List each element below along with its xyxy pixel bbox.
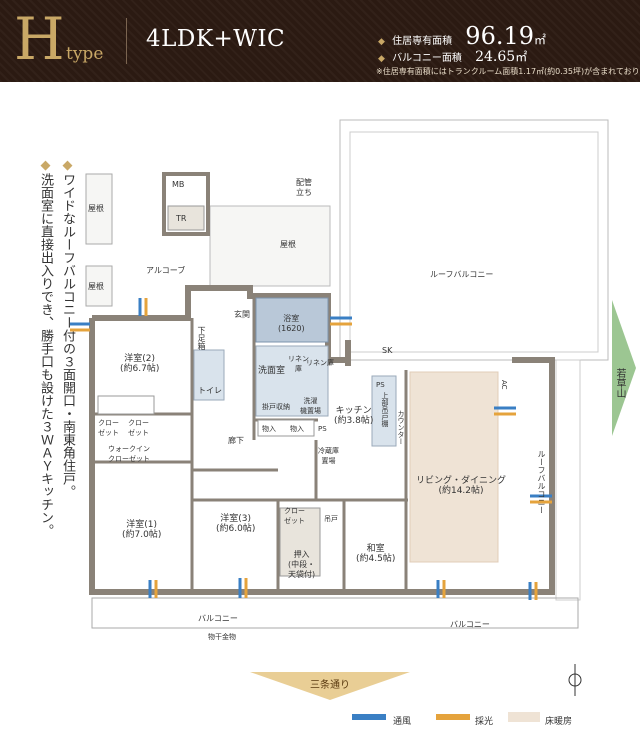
feature-line-1-text: ワイドなルーフバルコニー付の３面開口・南東角住戸。 [60, 173, 75, 498]
direction-arrow [612, 300, 636, 436]
bath-label: 浴室 (1620) [278, 314, 305, 333]
upper-cabinet-label: 上部吊戸棚 [381, 392, 389, 427]
balcony-row: ◆ バルコニー面積 24.65㎡ [378, 48, 527, 65]
closet-block [97, 395, 155, 415]
wic-label: ウォークイン クローゼット [108, 445, 150, 463]
diamond-icon: ◆ [60, 158, 75, 173]
hallway-label: 廊下 [228, 436, 244, 445]
layout-title: 4LDK+WIC [146, 26, 286, 52]
roof-label-2: 屋根 [88, 282, 104, 291]
sk-label: SK [382, 346, 393, 355]
street-indicator: 三条通り [250, 670, 410, 700]
washer-label: 洗濯 機置場 [300, 397, 321, 415]
balcony1-label: バルコニー [198, 614, 238, 623]
area-unit: ㎡ [534, 33, 547, 47]
tr-label: TR [176, 214, 187, 223]
balcony-outline [91, 597, 579, 629]
type-letter: H [14, 5, 65, 73]
toilet-room [193, 349, 225, 401]
header-bar: H type 4LDK+WIC ◆ 住居専有面積 96.19㎡ ◆ バルコニー面… [0, 0, 640, 82]
feature-text: ◆ワイドなルーフバルコニー付の３面開口・南東角住戸。 ◆洗面室に直接出入りでき、… [8, 158, 78, 558]
ac-label: AC [500, 380, 508, 390]
roof-balcony-inner [349, 131, 599, 353]
ps2-label: PS [376, 381, 385, 389]
kitchen-label: キッチン (約3.8帖) [334, 406, 374, 426]
bath-room [255, 297, 329, 343]
roof-1 [85, 173, 113, 245]
legend-heat-swatch [508, 712, 540, 722]
alcove-label: アルコーブ [146, 266, 186, 275]
legend-wind-label: 通風 [393, 717, 412, 727]
airflow-arrows [70, 298, 552, 600]
roof-label-1: 屋根 [88, 204, 104, 213]
wash-room [255, 345, 329, 417]
mb-label: MB [172, 180, 185, 189]
western3-label: 洋室(3) (約6.0帖) [216, 514, 256, 534]
legend-heat-label: 床暖房 [545, 717, 573, 727]
closet3-label: クロー ゼット [284, 507, 305, 525]
genkan-label: 玄関 [234, 310, 250, 319]
oshiire-block [279, 507, 321, 577]
area-note: ※住居専有面積にはトランクルーム面積1.17㎡(約0.35坪)が含まれております… [376, 67, 640, 76]
legend-light-label: 採光 [475, 717, 494, 727]
side-roof-balcony [555, 359, 581, 601]
washroom-label: 洗面室 [258, 366, 286, 376]
street-arrow [250, 672, 410, 700]
roof-2 [85, 265, 113, 307]
closet-door-label: 吊戸 [324, 515, 338, 523]
toilet-label: トイレ [198, 386, 222, 395]
street-label: 三条通り [310, 680, 350, 691]
roof-balcony-v-label: ルーフバルコニー [537, 450, 546, 514]
balcony-label: バルコニー面積 [392, 53, 462, 64]
balcony-value: 24.65 [475, 49, 516, 65]
closet1-label: クロー ゼット [98, 419, 119, 437]
diamond-icon: ◆ [378, 54, 385, 64]
balcony2-label: バルコニー [450, 620, 490, 629]
nyubutsu1-label: 物入 [262, 425, 276, 433]
nyubutsu2-label: 物入 [290, 425, 304, 433]
balcony-unit: ㎡ [515, 50, 528, 64]
linen1-label: リネン 庫 [288, 355, 309, 373]
area-label: 住居専有面積 [392, 36, 453, 47]
storage-block [257, 419, 315, 437]
western2-label: 洋室(2) (約6.7帖) [120, 354, 160, 374]
fridge-label: 冷蔵庫 置場 [318, 447, 339, 465]
feature-line-1: ◆ワイドなルーフバルコニー付の３面開口・南東角住戸。 [56, 158, 78, 558]
linen2-label: リネン庫 [306, 359, 334, 367]
direction-label: 若草山 [614, 368, 625, 398]
area-row: ◆ 住居専有面積 96.19㎡ [378, 22, 546, 50]
feature-line-2-text: 洗面室に直接出入りでき、勝手口も設けた３ＷＡＹキッチン。 [38, 173, 53, 537]
roof-label-3: 屋根 [280, 240, 296, 249]
western1-label: 洋室(1) (約7.0帖) [122, 520, 162, 540]
washitsu-label: 和室 (約4.5帖) [356, 544, 396, 564]
tr-box [167, 205, 205, 231]
living-label: リビング・ダイニング (約14.2帖) [416, 476, 507, 496]
shoe-box-label: 下足箱 [197, 326, 206, 350]
floor-heating-area [409, 371, 499, 563]
legend-light-swatch [436, 714, 470, 720]
dryer-label: 物干金物 [208, 633, 236, 641]
roof-balcony-label: ルーフバルコニー [430, 270, 494, 279]
roof-3 [209, 205, 331, 287]
type-word: type [66, 44, 104, 64]
closet2-label: クロー ゼット [128, 419, 149, 437]
feature-line-2: ◆洗面室に直接出入りでき、勝手口も設けた３ＷＡＹキッチン。 [34, 158, 56, 558]
roof-balcony-outline [339, 119, 609, 361]
oshiire-label: 押入 (中段・ 天袋付) [288, 550, 316, 579]
kitchen-counter [371, 375, 397, 447]
hanging-storage-label: 掛戸収納 [262, 403, 290, 411]
diamond-icon: ◆ [378, 37, 385, 47]
haisou-label: 配管 立ち [296, 178, 312, 197]
header-divider [126, 18, 127, 64]
legend-wind-swatch [352, 714, 386, 720]
counter-label: カウンター [397, 410, 405, 445]
area-value: 96.19 [465, 22, 535, 50]
diamond-icon: ◆ [38, 158, 53, 173]
ps1-label: PS [318, 425, 327, 433]
legend: 通風 採光 床暖房 [355, 712, 585, 730]
